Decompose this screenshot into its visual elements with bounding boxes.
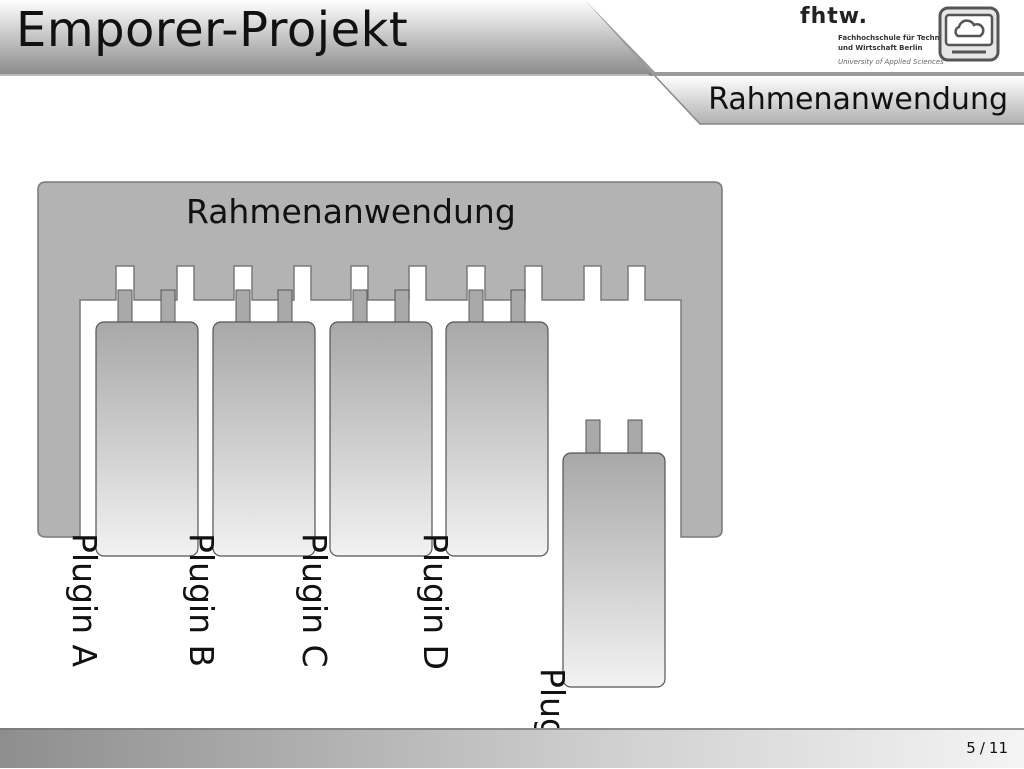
section-title: Rahmenanwendung xyxy=(708,82,1008,117)
plugin-b-label: Plugin B xyxy=(182,533,221,668)
plugin-c-shape xyxy=(329,289,433,557)
logo-line-2: und Wirtschaft Berlin xyxy=(838,44,923,52)
footer-band xyxy=(0,728,1024,768)
plugin-c-label: Plugin C xyxy=(295,533,334,668)
plugin-d-shape xyxy=(445,289,549,557)
page-number: 5/11 xyxy=(966,739,1008,757)
monitor-cloud-icon xyxy=(938,6,1000,62)
fhtw-logo: fhtw. Fachhochschule für Technik und Wir… xyxy=(800,4,947,68)
plugin-e-shape xyxy=(562,419,666,688)
logo-line-1: Fachhochschule für Technik xyxy=(838,34,947,42)
plugin-a-label: Plugin A xyxy=(65,533,104,668)
plugin-d-label: Plugin D xyxy=(416,533,455,670)
header-band xyxy=(0,0,1024,125)
frame-label: Rahmenanwendung xyxy=(186,192,516,231)
plugin-a-shape xyxy=(95,289,199,557)
page-separator: / xyxy=(979,739,985,757)
slide-title: Emporer-Projekt xyxy=(16,2,409,58)
logo-line-3: University of Applied Sciences xyxy=(838,58,944,66)
logo-wordmark: fhtw. xyxy=(800,4,869,29)
page-total: 11 xyxy=(988,739,1008,757)
plugin-b-shape xyxy=(212,289,316,557)
page-current: 5 xyxy=(966,739,976,757)
